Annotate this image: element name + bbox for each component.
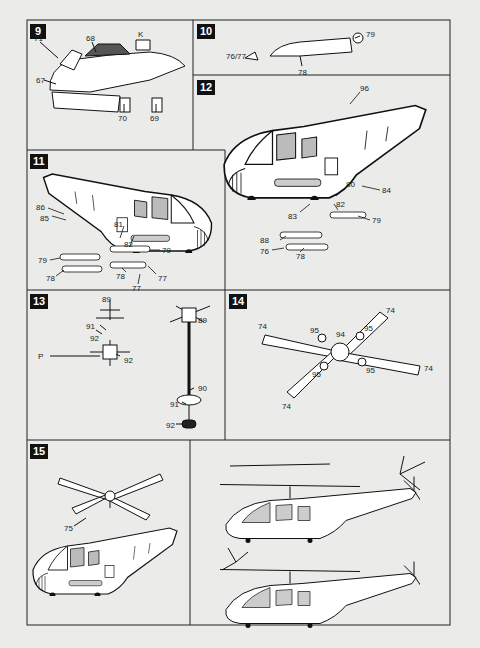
callout-number: 69	[150, 114, 159, 123]
callout-number: 74	[424, 364, 433, 373]
callout-number: 92	[124, 356, 133, 365]
step-number-text: 13	[33, 295, 45, 307]
rotor-head	[50, 300, 210, 428]
weapon-parts-12	[272, 92, 380, 252]
callout-number: 82	[336, 200, 345, 209]
callout-number: 84	[382, 186, 391, 195]
callout-number: 79	[162, 246, 171, 255]
callout-number: 78	[116, 272, 125, 281]
callout-number: 77	[132, 284, 141, 293]
callout-number: 95	[364, 324, 373, 333]
callout-number: 76	[260, 247, 269, 256]
panel-frames	[27, 20, 450, 625]
callout-number: 83	[288, 212, 297, 221]
callout-number: 79	[372, 216, 381, 225]
callout-number: 92	[166, 421, 175, 430]
side-rotors	[222, 456, 425, 570]
callout-number: 75	[64, 524, 73, 533]
callout-number: 74	[386, 306, 395, 315]
step-number: 15	[30, 444, 48, 459]
step-number: 11	[30, 154, 48, 169]
callout-number: 68	[86, 34, 95, 43]
weapon-parts-11	[48, 208, 160, 284]
callout-number: 82	[124, 240, 133, 249]
callout-number: 91	[86, 322, 95, 331]
callout-number: 77	[158, 274, 167, 283]
callout-number: 95	[312, 370, 321, 379]
callout-number: 85	[40, 214, 49, 223]
callout-number: 71	[34, 34, 43, 43]
callout-number: 90	[198, 384, 207, 393]
callout-number: 95	[310, 326, 319, 335]
callout-number: 96	[360, 84, 369, 93]
main-rotor-15	[58, 474, 163, 526]
step-number: 14	[229, 294, 247, 309]
callout-number: 81	[114, 220, 123, 229]
callout-number: 78	[46, 274, 55, 283]
callout-number: 78	[298, 68, 307, 77]
callout-number: 79	[366, 30, 375, 39]
callout-number: 95	[366, 366, 375, 375]
callout-number: 86	[36, 203, 45, 212]
callout-number: 89	[102, 295, 111, 304]
step-number: 12	[197, 80, 215, 95]
rotor-blades	[262, 312, 420, 398]
step-number: 10	[197, 24, 215, 39]
callout-number: 78	[296, 252, 305, 261]
callout-number: 91	[170, 400, 179, 409]
callout-number: 70	[118, 114, 127, 123]
callout-number: 74	[258, 322, 267, 331]
callout-number: 67	[36, 76, 45, 85]
callout-number: 80	[346, 180, 355, 189]
step-number-text: 11	[33, 155, 45, 167]
callout-number: 88	[260, 236, 269, 245]
callout-number: 92	[90, 334, 99, 343]
step-number: 13	[30, 294, 48, 309]
callout-number: 76/77	[226, 52, 246, 61]
step-number-text: 10	[200, 25, 212, 37]
step-number-text: 12	[200, 81, 212, 93]
step-number-text: 15	[33, 445, 45, 457]
callout-number: 79	[38, 256, 47, 265]
callout-number: 89	[198, 316, 207, 325]
callout-number: K	[138, 30, 143, 39]
step-number-text: 14	[232, 295, 244, 307]
callout-number: 94	[336, 330, 345, 339]
cockpit-parts	[40, 40, 185, 112]
callout-number: P	[38, 352, 43, 361]
callout-number: 74	[282, 402, 291, 411]
rocket-parts	[245, 33, 363, 66]
